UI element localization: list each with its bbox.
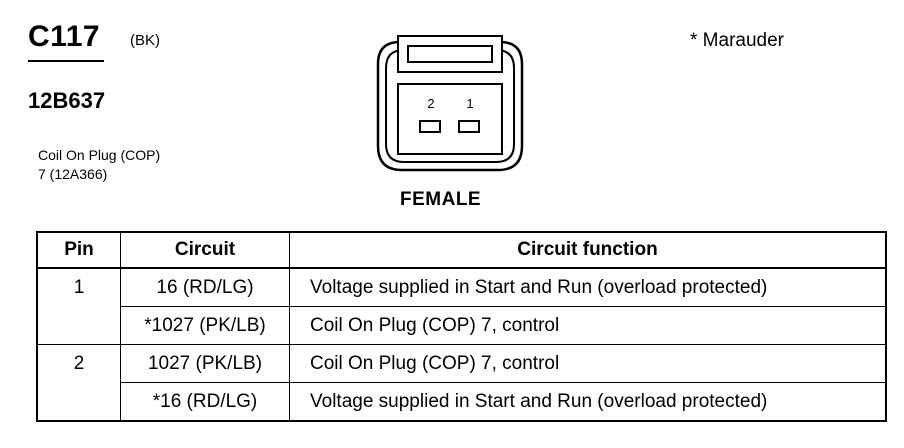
circuit-code: *1027 (PK/LB) (120, 306, 290, 345)
circuit-function: Voltage supplied in Start and Run (overl… (289, 382, 886, 421)
circuit-function: Coil On Plug (COP) 7, control (289, 306, 886, 345)
connector-face-diagram: 2 1 (376, 35, 524, 172)
table-row: 1 16 (RD/LG) Voltage supplied in Start a… (37, 268, 886, 345)
header-pin: Pin (37, 232, 121, 269)
table-row: *16 (RD/LG) Voltage supplied in Start an… (37, 382, 886, 421)
footnote: * Marauder (690, 30, 784, 51)
pin-number: 1 (37, 268, 121, 345)
component-description: Coil On Plug (COP) (38, 147, 161, 163)
table-header-row: Pin Circuit Circuit function (37, 232, 886, 269)
circuit-code: *16 (RD/LG) (120, 382, 290, 421)
table-row: *1027 (PK/LB) Coil On Plug (COP) 7, cont… (37, 306, 886, 345)
pin-label-2: 2 (427, 96, 434, 111)
table-row: 2 1027 (PK/LB) Coil On Plug (COP) 7, con… (37, 344, 886, 421)
pin-label-1: 1 (466, 96, 473, 111)
header-circuit: Circuit (120, 232, 290, 269)
connector-id-underline (28, 60, 104, 62)
terminal-cavity (397, 83, 503, 155)
connector-view-label: FEMALE (400, 189, 482, 210)
circuit-function: Voltage supplied in Start and Run (overl… (310, 276, 768, 298)
terminal-2 (419, 120, 441, 133)
circuit-code: 16 (RD/LG) (120, 268, 290, 307)
connector-inner-shell (385, 49, 515, 163)
connector-outer-shell (376, 40, 524, 172)
connector-id: C117 (28, 20, 101, 53)
pin-number: 2 (37, 344, 121, 421)
locking-tab (397, 35, 503, 73)
pin-table: Pin Circuit Circuit function 1 16 (RD/LG… (36, 231, 887, 422)
circuit-code: 1027 (PK/LB) (120, 344, 290, 383)
circuit-function: Coil On Plug (COP) 7, control (289, 344, 886, 383)
component-location: 7 (12A366) (38, 166, 108, 182)
connector-color: (BK) (130, 32, 160, 49)
header-function: Circuit function (289, 232, 886, 269)
part-number: 12B637 (28, 88, 106, 113)
locking-tab-inner (407, 45, 493, 63)
terminal-1 (458, 120, 480, 133)
